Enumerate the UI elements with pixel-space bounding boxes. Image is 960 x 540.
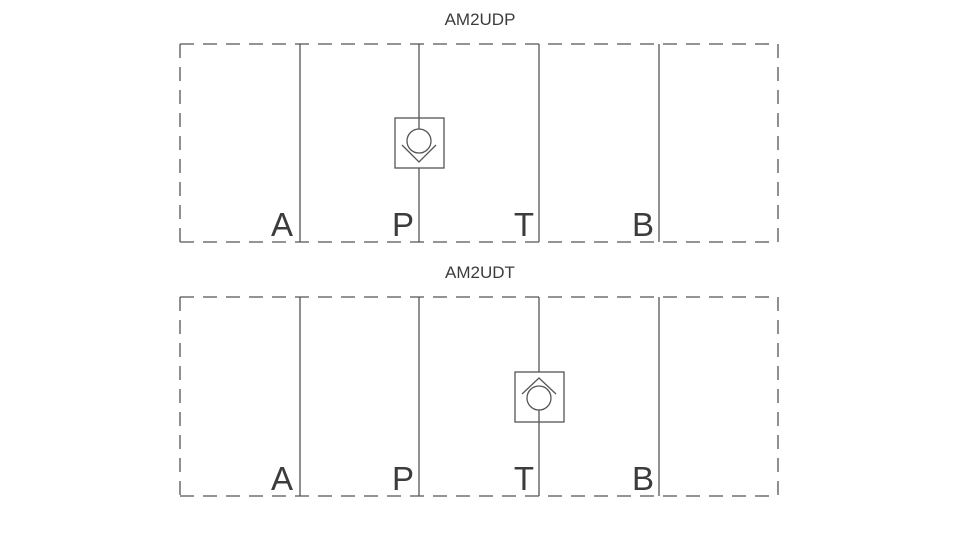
port-label-b-2: B: [632, 460, 654, 497]
diagram-am2udt: AM2UDT A P T B: [179, 263, 779, 497]
diagram-am2udp: AM2UDP A P T B: [179, 10, 779, 243]
valve-body-outline-2: [179, 296, 779, 497]
valve-body-outline-1: [179, 43, 779, 243]
port-label-b-1: B: [632, 206, 654, 243]
check-valve-icon: [394, 117, 445, 169]
diagram-title-2: AM2UDT: [445, 263, 515, 282]
port-label-t-1: T: [514, 206, 534, 243]
port-label-a-2: A: [271, 460, 293, 497]
check-valve-icon: [514, 371, 565, 423]
port-label-t-2: T: [514, 460, 534, 497]
port-label-p-2: P: [392, 460, 414, 497]
port-label-p-1: P: [392, 206, 414, 243]
port-label-a-1: A: [271, 206, 293, 243]
diagram-title-1: AM2UDP: [445, 10, 516, 29]
